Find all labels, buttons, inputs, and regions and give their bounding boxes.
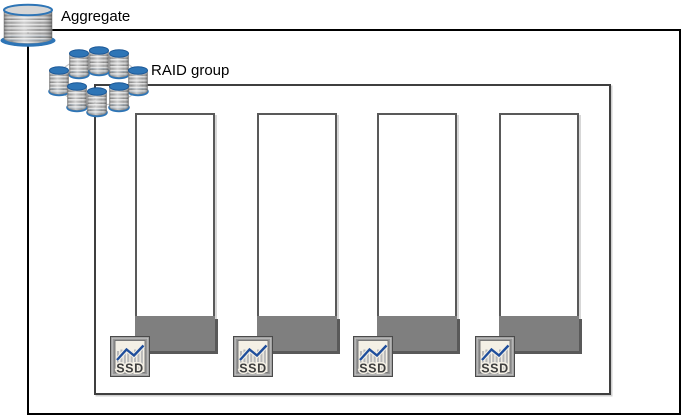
disk-column-2 xyxy=(257,113,337,351)
ssd-icon: SSD xyxy=(353,336,393,377)
raid-group-label: RAID group xyxy=(151,62,230,79)
disk-column-4 xyxy=(499,113,579,351)
disk-cylinder-icon xyxy=(0,2,56,48)
ssd-icon: SSD xyxy=(475,336,515,377)
disk-column-3 xyxy=(377,113,457,351)
ssd-label: SSD xyxy=(481,362,509,376)
ssd-icon: SSD xyxy=(110,336,150,377)
aggregate-label: Aggregate xyxy=(61,8,131,25)
disk-column-1 xyxy=(135,113,215,351)
ssd-icon: SSD xyxy=(233,336,273,377)
ssd-label: SSD xyxy=(359,362,387,376)
ssd-label: SSD xyxy=(116,362,144,376)
disk-cluster-icon xyxy=(48,46,149,118)
ssd-label: SSD xyxy=(239,362,267,376)
aggregate-box xyxy=(27,29,681,415)
raid-group-box xyxy=(94,84,611,395)
